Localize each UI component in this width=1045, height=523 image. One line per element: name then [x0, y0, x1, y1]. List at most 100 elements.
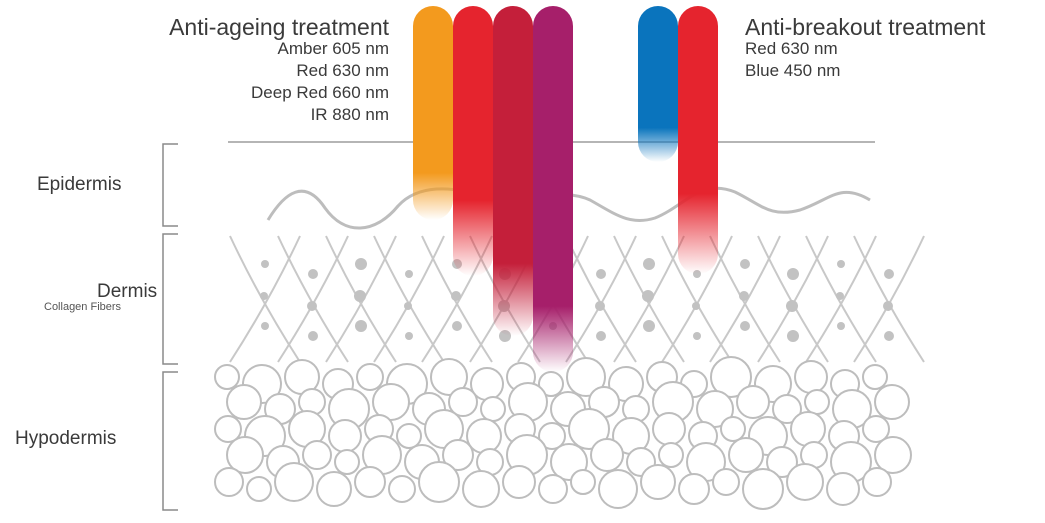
- fiber-node: [884, 269, 894, 279]
- fiber-node: [308, 331, 318, 341]
- fat-cell: [480, 396, 506, 422]
- epidermis-label: Epidermis: [37, 174, 122, 195]
- fat-cell: [804, 389, 830, 415]
- fat-cell: [246, 476, 272, 502]
- fiber-node: [405, 332, 413, 340]
- fat-cell: [728, 437, 764, 473]
- collagen-fiber: [661, 235, 733, 363]
- fiber-node: [836, 292, 844, 300]
- fiber-node: [884, 331, 894, 341]
- collagen-fiber: [277, 235, 349, 363]
- collagen-fiber: [661, 235, 733, 363]
- collagen-fiber-nodes: [260, 258, 894, 342]
- fiber-node: [595, 301, 605, 311]
- fat-cell: [786, 463, 824, 501]
- wavelength-amber: Amber 605 nm: [277, 39, 390, 58]
- hypodermis-bracket: [162, 371, 178, 511]
- collagen-fiber: [805, 235, 877, 363]
- ir-880-beam: [533, 6, 573, 372]
- fiber-node: [787, 268, 799, 280]
- collagen-fiber: [565, 235, 637, 363]
- collagen-fibers: [229, 235, 925, 363]
- fiber-node: [787, 330, 799, 342]
- fiber-node: [307, 301, 317, 311]
- fat-cell: [226, 436, 264, 474]
- amber-605-beam: [413, 6, 453, 220]
- fat-cell: [826, 472, 860, 506]
- fat-cell: [462, 470, 500, 508]
- red-630-breakout-beam: [678, 6, 718, 274]
- fat-cell: [448, 387, 478, 417]
- fat-cell: [678, 473, 710, 505]
- fiber-node: [692, 302, 700, 310]
- fat-cells: [214, 356, 912, 510]
- fiber-node: [451, 291, 461, 301]
- fat-cell: [590, 438, 624, 472]
- fat-cell: [334, 449, 360, 475]
- fat-cell: [302, 440, 332, 470]
- fat-cell: [388, 475, 416, 503]
- fiber-node: [642, 290, 654, 302]
- fat-cell: [538, 474, 568, 504]
- breakout-wavelength-red: Red 630 nm: [745, 39, 838, 58]
- fat-cell: [538, 371, 564, 397]
- fat-cell: [710, 356, 752, 398]
- fiber-node: [837, 260, 845, 268]
- fat-cell: [766, 446, 798, 478]
- layer-brackets: [162, 143, 178, 511]
- fat-cell: [658, 442, 684, 468]
- dermis-sub-label: Collagen Fibers: [44, 301, 122, 313]
- fat-cell: [712, 468, 740, 496]
- fat-cell: [356, 363, 384, 391]
- fat-cell: [316, 471, 352, 507]
- fat-cell: [598, 469, 638, 509]
- fat-cell: [862, 364, 888, 390]
- collagen-fiber: [373, 235, 445, 363]
- wavelength-ir: IR 880 nm: [310, 105, 389, 124]
- fat-cell: [568, 408, 610, 450]
- fiber-node: [261, 322, 269, 330]
- fat-cell: [396, 423, 422, 449]
- red-630-beam: [453, 6, 493, 276]
- epidermis-boundary: [266, 186, 871, 230]
- anti-breakout-title: Anti-breakout treatment: [745, 14, 986, 40]
- fiber-node: [261, 260, 269, 268]
- epidermis-bracket: [162, 143, 178, 227]
- fat-cell: [874, 436, 912, 474]
- fiber-node: [260, 292, 268, 300]
- fat-cell: [502, 465, 536, 499]
- fat-cell: [214, 467, 244, 497]
- fiber-node: [883, 301, 893, 311]
- anti-ageing-title: Anti-ageing treatment: [169, 14, 389, 40]
- fat-cell: [214, 364, 240, 390]
- fiber-node: [643, 320, 655, 332]
- fat-cell: [772, 394, 802, 424]
- fat-cell: [274, 462, 314, 502]
- fat-cell: [742, 468, 784, 510]
- fiber-node: [452, 321, 462, 331]
- fiber-node: [596, 269, 606, 279]
- breakout-wavelength-blue: Blue 450 nm: [745, 61, 841, 80]
- collagen-fiber: [853, 235, 925, 363]
- fat-cell: [874, 384, 910, 420]
- fat-cell: [354, 466, 386, 498]
- fat-cell: [720, 416, 746, 442]
- fat-cell: [566, 357, 606, 397]
- fiber-node: [354, 290, 366, 302]
- fat-cell: [790, 411, 826, 447]
- collagen-fiber: [757, 235, 829, 363]
- fat-cell: [652, 412, 686, 446]
- fat-cell: [570, 469, 596, 495]
- fat-cell: [736, 385, 770, 419]
- fiber-node: [308, 269, 318, 279]
- fiber-node: [355, 320, 367, 332]
- fat-cell: [328, 419, 362, 453]
- fat-cell: [214, 415, 242, 443]
- fat-cell: [442, 439, 474, 471]
- fiber-node: [643, 258, 655, 270]
- deep-red-660-beam: [493, 6, 533, 336]
- collagen-fiber: [853, 235, 925, 363]
- collagen-fiber: [757, 235, 829, 363]
- fat-cell: [418, 461, 460, 503]
